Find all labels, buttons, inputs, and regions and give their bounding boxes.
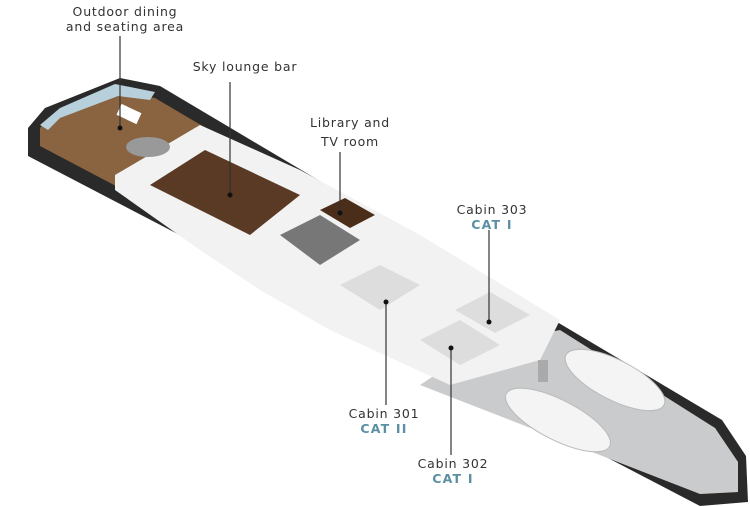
cabin-category: CAT I: [432, 471, 474, 486]
skylight: [116, 103, 142, 125]
label-line: TV room: [320, 134, 380, 149]
label-sky-lounge: Sky lounge bar: [193, 59, 298, 74]
label-line: Sky lounge bar: [192, 59, 298, 74]
label-cabin-303: Cabin 303 CAT I: [457, 202, 528, 232]
label-cabin-301: Cabin 301 CAT II: [349, 406, 420, 436]
mast: [538, 360, 548, 382]
tender-boat-1: [564, 348, 666, 412]
label-line: Outdoor dining: [72, 4, 178, 19]
cabin-303-floor: [455, 292, 530, 333]
cabin-name: Cabin 303: [456, 202, 528, 217]
leader-lines: [119, 36, 490, 455]
dining-table: [126, 137, 170, 157]
label-library: Library and TV room: [310, 115, 390, 149]
label-outdoor-dining: Outdoor dining and seating area: [66, 4, 184, 34]
label-cabin-302: Cabin 302 CAT I: [418, 456, 489, 486]
leader-dots: [117, 125, 492, 351]
tv-room: [280, 215, 360, 265]
stern-seating: [40, 84, 155, 130]
cabin-301-floor: [340, 265, 420, 310]
cabin-name: Cabin 302: [417, 456, 489, 471]
tender-boat-2: [505, 387, 611, 453]
library-floor: [320, 198, 375, 228]
cabin-category: CAT II: [360, 421, 408, 436]
label-line: and seating area: [65, 19, 185, 34]
cabin-category: CAT I: [471, 217, 513, 232]
cabin-302-floor: [420, 320, 500, 365]
cabin-name: Cabin 301: [348, 406, 420, 421]
lounge-floor: [150, 150, 300, 235]
label-line: Library and: [310, 115, 390, 130]
